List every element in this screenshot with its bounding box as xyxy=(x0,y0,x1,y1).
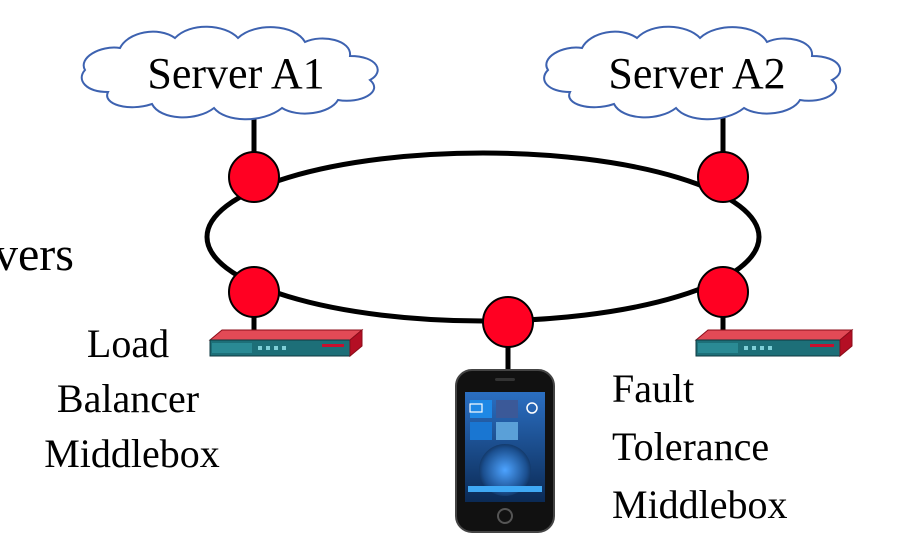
lb-line-3: Middlebox xyxy=(44,431,220,476)
fault-tolerance-label: Fault Tolerance Middlebox xyxy=(612,366,788,527)
switch-node-icon xyxy=(228,151,280,203)
lb-line-2: Balancer xyxy=(57,376,199,421)
network-ring xyxy=(204,150,762,324)
ft-line-1: Fault xyxy=(612,366,694,411)
server-a1-cloud: Server A1 xyxy=(80,25,379,121)
ft-line-2: Tolerance xyxy=(612,424,769,469)
network-appliance-icon xyxy=(694,328,854,358)
switch-node-icon xyxy=(482,296,534,348)
smartphone-icon xyxy=(455,369,555,533)
partial-text: vers xyxy=(0,228,74,281)
load-balancer-label: Load Balancer Middlebox xyxy=(44,321,220,476)
server-a2-cloud: Server A2 xyxy=(543,25,842,121)
lb-line-1: Load xyxy=(87,321,169,366)
server-a2-label: Server A2 xyxy=(608,49,785,98)
cloud-icon xyxy=(80,25,379,121)
switch-node-icon xyxy=(697,266,749,318)
switch-node-icon xyxy=(697,151,749,203)
cloud-icon xyxy=(543,25,842,121)
server-a1-label: Server A1 xyxy=(147,49,324,98)
switch-node-icon xyxy=(228,266,280,318)
network-appliance-icon xyxy=(208,328,364,358)
ft-line-3: Middlebox xyxy=(612,482,788,527)
